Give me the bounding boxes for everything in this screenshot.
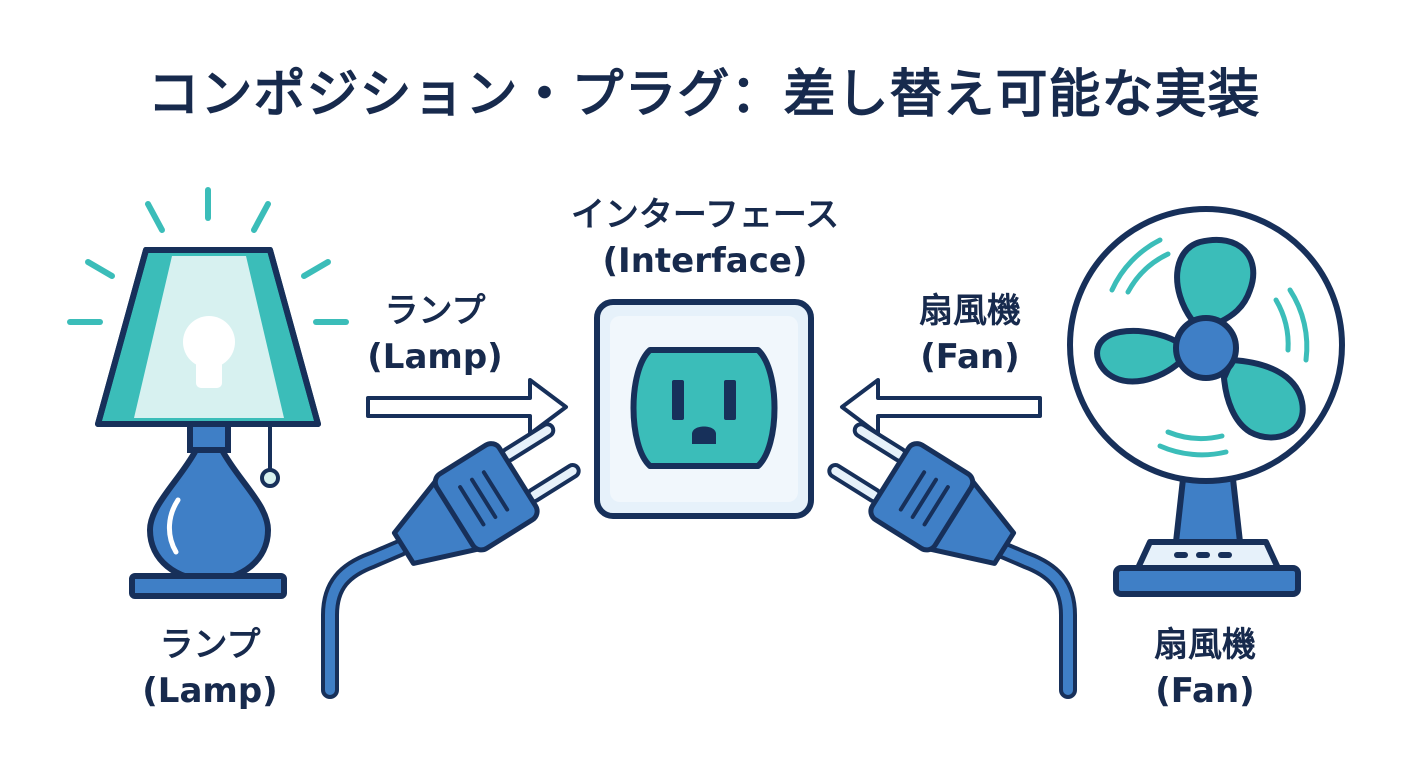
lamp-icon — [67, 187, 349, 599]
fan-caption-ja: 扇風機 — [1154, 625, 1256, 665]
left-plug-body — [432, 441, 540, 553]
fan-buttons — [1174, 552, 1232, 558]
interface-label: インターフェース (Interface) — [545, 192, 865, 284]
left-plug-prong-bottom — [525, 463, 581, 504]
right-plug-icon — [827, 422, 1077, 699]
fan-base — [1113, 565, 1301, 597]
light-rays — [67, 187, 349, 325]
right-plug-prong-top — [852, 422, 908, 463]
fan-arrow-label: 扇風機 (Fan) — [880, 288, 1060, 380]
fan-motion-lines — [1109, 237, 1310, 458]
fan-arrow — [840, 378, 1042, 436]
fan-arrow-label-ja: 扇風機 — [919, 291, 1021, 331]
lamp-caption: ランプ (Lamp) — [120, 622, 300, 714]
interface-label-en: (Interface) — [602, 241, 808, 281]
socket-face — [630, 347, 778, 469]
left-plug-icon — [321, 422, 581, 699]
fan-hub — [1173, 315, 1239, 381]
socket-ground-hole — [692, 426, 716, 444]
lamp-arrow-label: ランプ (Lamp) — [345, 288, 525, 380]
fan-icon — [1067, 206, 1345, 597]
lamp-arrow-label-en: (Lamp) — [367, 337, 503, 377]
lamp-caption-en: (Lamp) — [142, 671, 278, 711]
lamp-arrow-label-ja: ランプ — [384, 291, 486, 331]
lamp-base — [129, 573, 287, 599]
interface-label-ja: インターフェース — [570, 195, 840, 235]
right-plug-prong-bottom — [827, 463, 883, 504]
right-plug-body — [868, 441, 976, 553]
fan-caption: 扇風機 (Fan) — [1115, 622, 1295, 714]
fan-blades — [1094, 236, 1306, 441]
left-plug-prong-top — [500, 422, 556, 463]
fan-caption-en: (Fan) — [1155, 671, 1255, 711]
socket-slot-right — [724, 380, 736, 420]
socket-slot-left — [672, 380, 684, 420]
lamp-neck — [187, 421, 231, 453]
lamp-arrow — [366, 378, 568, 436]
page-title: コンポジション・プラグ：差し替え可能な実装 — [147, 65, 1261, 125]
lamp-body — [146, 447, 272, 584]
left-plug-cord — [325, 543, 405, 695]
bulb-icon — [183, 316, 235, 388]
right-plug-cord — [993, 543, 1073, 695]
fan-arrow-label-en: (Fan) — [920, 337, 1020, 377]
lamp-caption-ja: ランプ — [159, 625, 261, 665]
socket-icon — [594, 299, 814, 519]
